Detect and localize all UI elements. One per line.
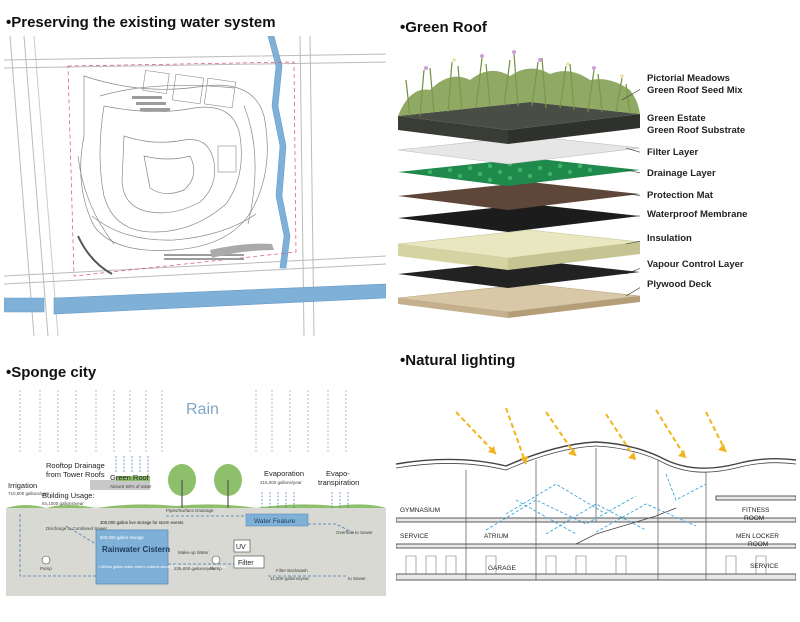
layer-label-substrate: Green Estate Green Roof Substrate — [647, 113, 745, 137]
green-roof-panel — [390, 40, 796, 340]
service-right-label: SERVICE — [750, 563, 779, 570]
from-tower-roofs-label: from Tower Roofs — [46, 470, 105, 479]
storage-600k-label: 600,000 gallon storage — [100, 535, 144, 540]
building-usage-value: 84,1000 gallons/year — [42, 501, 84, 506]
makeup-label: Make-up Water — [178, 550, 209, 555]
storage-300k-label: 300,000 gallon live storage for storm ev… — [100, 520, 183, 525]
overflow-label: Overflow to Sewer — [336, 530, 373, 535]
water-feature-label: Water Feature — [254, 518, 296, 525]
natural-lighting-panel: GYMNASIUM SERVICE ATRIUM GARAGE FITNESS … — [395, 404, 797, 592]
cistern-note: 1 Million gallon water cistern collects … — [98, 565, 227, 569]
evaporation-label: Evaporation — [264, 469, 304, 478]
layer-label-line: Green Estate — [647, 113, 706, 124]
irrigation-label: Irrigation — [8, 481, 37, 490]
natural-lighting-section: GYMNASIUM SERVICE ATRIUM GARAGE FITNESS … — [395, 404, 797, 592]
filter-backwash-label: Filter Backwash — [276, 568, 308, 573]
sponge-city-panel: Rain — [6, 384, 386, 596]
makeup-value: 226,000 gallons/year — [174, 566, 216, 571]
site-plan-panel — [3, 35, 387, 337]
atrium-label: ATRIUM — [484, 533, 508, 540]
layer-label-filter: Filter Layer — [647, 147, 699, 158]
sponge-city-diagram: Rain — [6, 384, 386, 596]
rooftop-drainage-label: Rooftop Drainage — [46, 461, 105, 470]
layer-label-line: Green Roof Substrate — [647, 125, 746, 136]
to-sewer-label: to Sewer — [348, 576, 366, 581]
filter-label: Filter — [238, 560, 254, 567]
men-locker-label: MEN LOCKER — [736, 533, 779, 540]
green-roof-layers-graphic — [397, 50, 640, 318]
layer-label-waterproof: Waterproof Membrane — [647, 209, 748, 220]
layer-label-line: Green Roof Seed Mix — [647, 85, 743, 96]
discharge-label: Discharge to Combined Sewer — [46, 526, 108, 531]
layer-label-protection: Protection Mat — [647, 190, 713, 201]
men-locker-room-label: ROOM — [748, 541, 768, 548]
green-roof-label: Green Roof — [110, 473, 150, 482]
evapo-label: Evapo- — [326, 469, 350, 478]
pipe-label: Pipes/Surface Drainage — [166, 508, 214, 513]
heading-sponge-city: •Sponge city — [6, 364, 97, 381]
site-plan-drawing — [3, 35, 387, 337]
irrigation-value: 710,000 gallons/year — [8, 491, 50, 496]
layer-label-line: Pictorial Meadows — [647, 73, 730, 84]
layer-label-seed-mix: Pictorial Meadows Green Roof Seed Mix — [647, 73, 743, 97]
heading-green-roof: •Green Roof — [400, 19, 487, 36]
gymnasium-label: GYMNASIUM — [400, 507, 440, 514]
layer-label-vapour: Vapour Control Layer — [647, 259, 744, 270]
cistern-label: Rainwater Cistern — [102, 545, 170, 554]
filter-backwash-value: 11,000 gallons/year — [270, 576, 309, 581]
garage-label: GARAGE — [488, 565, 516, 572]
fitness-room-label: ROOM — [744, 515, 764, 522]
uv-label: UV — [236, 544, 246, 551]
heading-natural-lighting: •Natural lighting — [400, 352, 516, 369]
service-left-label: SERVICE — [400, 533, 429, 540]
pump-label: Pump — [40, 566, 52, 571]
evaporation-value: 215,000 gallons/year — [260, 480, 302, 485]
heading-water-system: •Preserving the existing water system — [6, 14, 276, 31]
transpiration-label: transpiration — [318, 478, 359, 487]
absorb-label: Absorb 50% of water — [110, 484, 152, 489]
layer-label-insulation: Insulation — [647, 233, 692, 244]
layer-label-plywood: Plywood Deck — [647, 279, 712, 290]
fitness-label: FITNESS — [742, 507, 770, 514]
rain-label: Rain — [186, 401, 219, 418]
layer-label-drainage: Drainage Layer — [647, 168, 716, 179]
building-usage-label: Building Usage: — [42, 491, 95, 500]
pump-label-2: Pump — [210, 566, 222, 571]
